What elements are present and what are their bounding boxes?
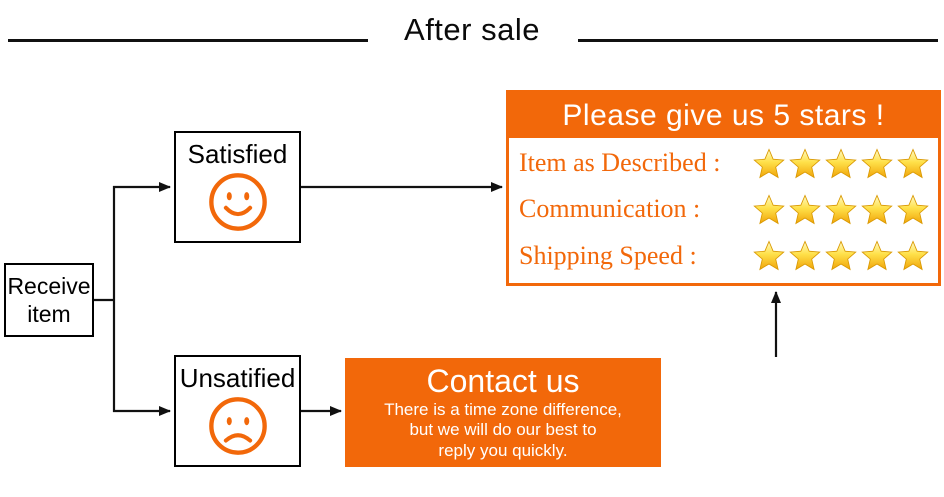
rating-label: Shipping Speed : xyxy=(519,240,697,270)
star-icon xyxy=(825,194,857,225)
receive-item-label-line2: item xyxy=(27,301,71,327)
title-divider-left xyxy=(8,39,368,42)
stars-panel: Please give us 5 stars ! Item as Describ… xyxy=(506,90,941,286)
rating-row: Communication : xyxy=(519,194,930,225)
star-icon xyxy=(789,147,821,178)
star-icon xyxy=(897,194,929,225)
unsatisfied-box: Unsatified xyxy=(174,355,301,467)
connector-trunk xyxy=(94,186,116,412)
page-title: After sale xyxy=(404,12,540,47)
contact-us-box: Contact us There is a time zone differen… xyxy=(345,358,661,467)
rating-stars xyxy=(752,147,930,179)
sad-face-icon xyxy=(208,397,267,455)
star-icon xyxy=(897,147,929,178)
stars-panel-header: Please give us 5 stars ! xyxy=(509,93,938,138)
star-icon xyxy=(825,147,857,178)
satisfied-label: Satisfied xyxy=(187,139,288,169)
contact-us-line: There is a time zone difference, xyxy=(384,399,622,419)
receive-item-label-line1: Receive xyxy=(7,272,91,299)
rating-label: Communication : xyxy=(519,194,701,224)
title-divider-right xyxy=(578,39,938,42)
star-icon xyxy=(861,240,893,271)
star-icon xyxy=(789,240,821,271)
star-icon xyxy=(753,147,785,178)
star-icon xyxy=(897,240,929,271)
star-icon xyxy=(753,240,785,271)
star-icon xyxy=(789,194,821,225)
rating-stars xyxy=(752,194,930,225)
rating-label: Item as Described : xyxy=(519,148,721,178)
satisfied-box: Satisfied xyxy=(174,131,301,243)
rating-row: Item as Described : xyxy=(519,147,930,179)
star-icon xyxy=(861,147,893,178)
receive-item-box: Receive item xyxy=(4,263,94,337)
star-icon xyxy=(753,194,785,225)
star-icon xyxy=(825,240,857,271)
rating-rows: Item as Described : Communication : Ship… xyxy=(509,138,938,283)
contact-us-line: reply you quickly. xyxy=(438,440,568,460)
rating-row: Shipping Speed : xyxy=(519,240,930,271)
contact-us-line: but we will do our best to xyxy=(409,420,597,440)
star-icon xyxy=(861,194,893,225)
rating-stars xyxy=(752,240,930,271)
unsatisfied-label: Unsatified xyxy=(179,363,296,393)
contact-us-title: Contact us xyxy=(426,363,580,399)
smiley-face-icon xyxy=(208,173,267,231)
